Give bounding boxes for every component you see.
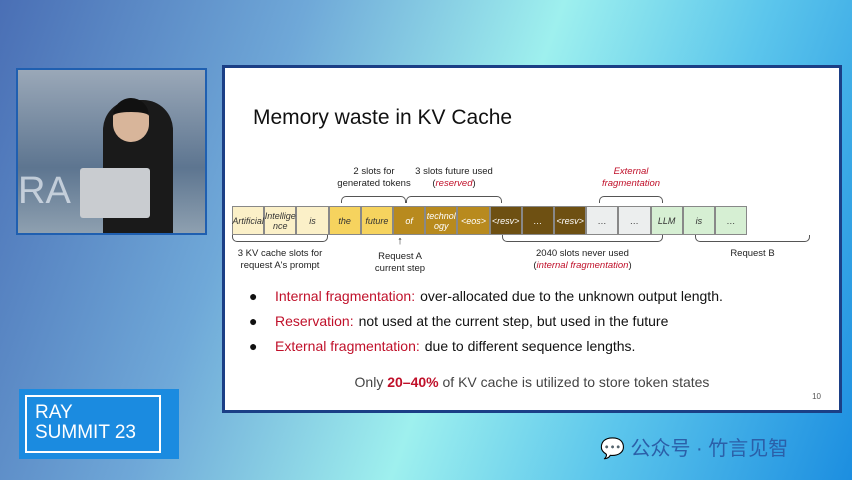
label-request-b: Request B	[730, 248, 775, 259]
laptop	[80, 168, 150, 218]
kv-slot: Artificial	[232, 206, 265, 235]
label-reserved: 3 slots future used(reserved)	[415, 166, 493, 189]
slide-title: Memory waste in KV Cache	[253, 106, 513, 129]
label-generated: 2 slots for generated tokens	[337, 166, 411, 189]
bullet-item: ●External fragmentation:due to different…	[249, 338, 636, 354]
speaker-video: RA	[16, 68, 207, 235]
label-never-used: 2040 slots never used(internal fragmenta…	[533, 248, 632, 271]
kv-slot: …	[586, 206, 619, 235]
kv-slot: the	[328, 206, 361, 235]
label-current-step: Request A current step	[374, 251, 426, 274]
kv-slot: …	[618, 206, 651, 235]
logo-line1: RAY	[35, 402, 73, 423]
kv-slot: technol ogy	[425, 206, 458, 235]
kv-slot: <resv>	[489, 206, 522, 235]
brace	[599, 196, 663, 203]
bullet-item: ●Internal fragmentation:over-allocated d…	[249, 288, 723, 304]
kv-slot: is	[296, 206, 329, 235]
kv-slot: Intellige nce	[264, 206, 297, 235]
kv-slot: …	[521, 206, 554, 235]
speaker-head	[113, 98, 149, 142]
arrow-up-icon: ↑	[397, 235, 403, 247]
kv-slot: <resv>	[554, 206, 587, 235]
brace	[502, 235, 663, 242]
watermark-text: 公众号 · 竹言见智	[630, 438, 789, 460]
bullet-list: ●Internal fragmentation:over-allocated d…	[249, 288, 723, 363]
label-external: External fragmentation	[601, 166, 661, 189]
brace	[695, 235, 810, 242]
summary-text: Only 20–40% of KV cache is utilized to s…	[354, 374, 710, 390]
kv-slot: of	[393, 206, 426, 235]
kv-slot: …	[715, 206, 748, 235]
watermark: 💬 公众号 · 竹言见智	[600, 432, 788, 461]
background-sign: RA	[18, 170, 71, 212]
kv-slot: <eos>	[457, 206, 490, 235]
label-prompt: 3 KV cache slots for request A's prompt	[237, 248, 323, 271]
brace	[341, 196, 406, 203]
brace	[232, 235, 328, 242]
kv-slot: is	[682, 206, 715, 235]
bullet-item: ●Reservation:not used at the current ste…	[249, 313, 669, 329]
wechat-icon: 💬	[600, 438, 625, 460]
page-number: 10	[812, 392, 821, 401]
kv-slot: future	[360, 206, 393, 235]
kv-slot: LLM	[650, 206, 683, 235]
logo-line2: SUMMIT 23	[35, 422, 137, 443]
brace	[406, 196, 502, 203]
